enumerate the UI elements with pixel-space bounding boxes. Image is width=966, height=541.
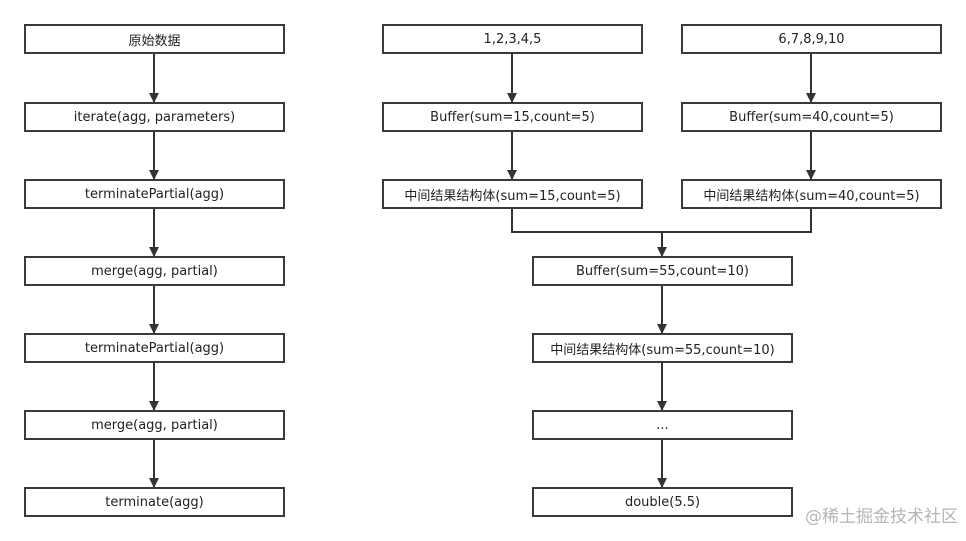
merge-connector [511,209,812,233]
node-buffer-b: Buffer(sum=40,count=5) [681,102,942,132]
node-result-double: double(5.5) [532,487,793,517]
node-buffer-merged: Buffer(sum=55,count=10) [532,256,793,286]
node-iterate: iterate(agg, parameters) [24,102,285,132]
node-partial-merged: 中间结果结构体(sum=55,count=10) [532,333,793,363]
node-terminate-partial-2: terminatePartial(agg) [24,333,285,363]
watermark-text: @稀土掘金技术社区 [805,506,958,527]
node-raw-data: 原始数据 [24,24,285,54]
node-ellipsis: ... [532,410,793,440]
node-partial-a: 中间结果结构体(sum=15,count=5) [382,179,643,209]
node-input-a: 1,2,3,4,5 [382,24,643,54]
node-terminate: terminate(agg) [24,487,285,517]
node-merge-2: merge(agg, partial) [24,410,285,440]
node-partial-b: 中间结果结构体(sum=40,count=5) [681,179,942,209]
node-input-b: 6,7,8,9,10 [681,24,942,54]
node-merge-1: merge(agg, partial) [24,256,285,286]
node-terminate-partial-1: terminatePartial(agg) [24,179,285,209]
node-buffer-a: Buffer(sum=15,count=5) [382,102,643,132]
